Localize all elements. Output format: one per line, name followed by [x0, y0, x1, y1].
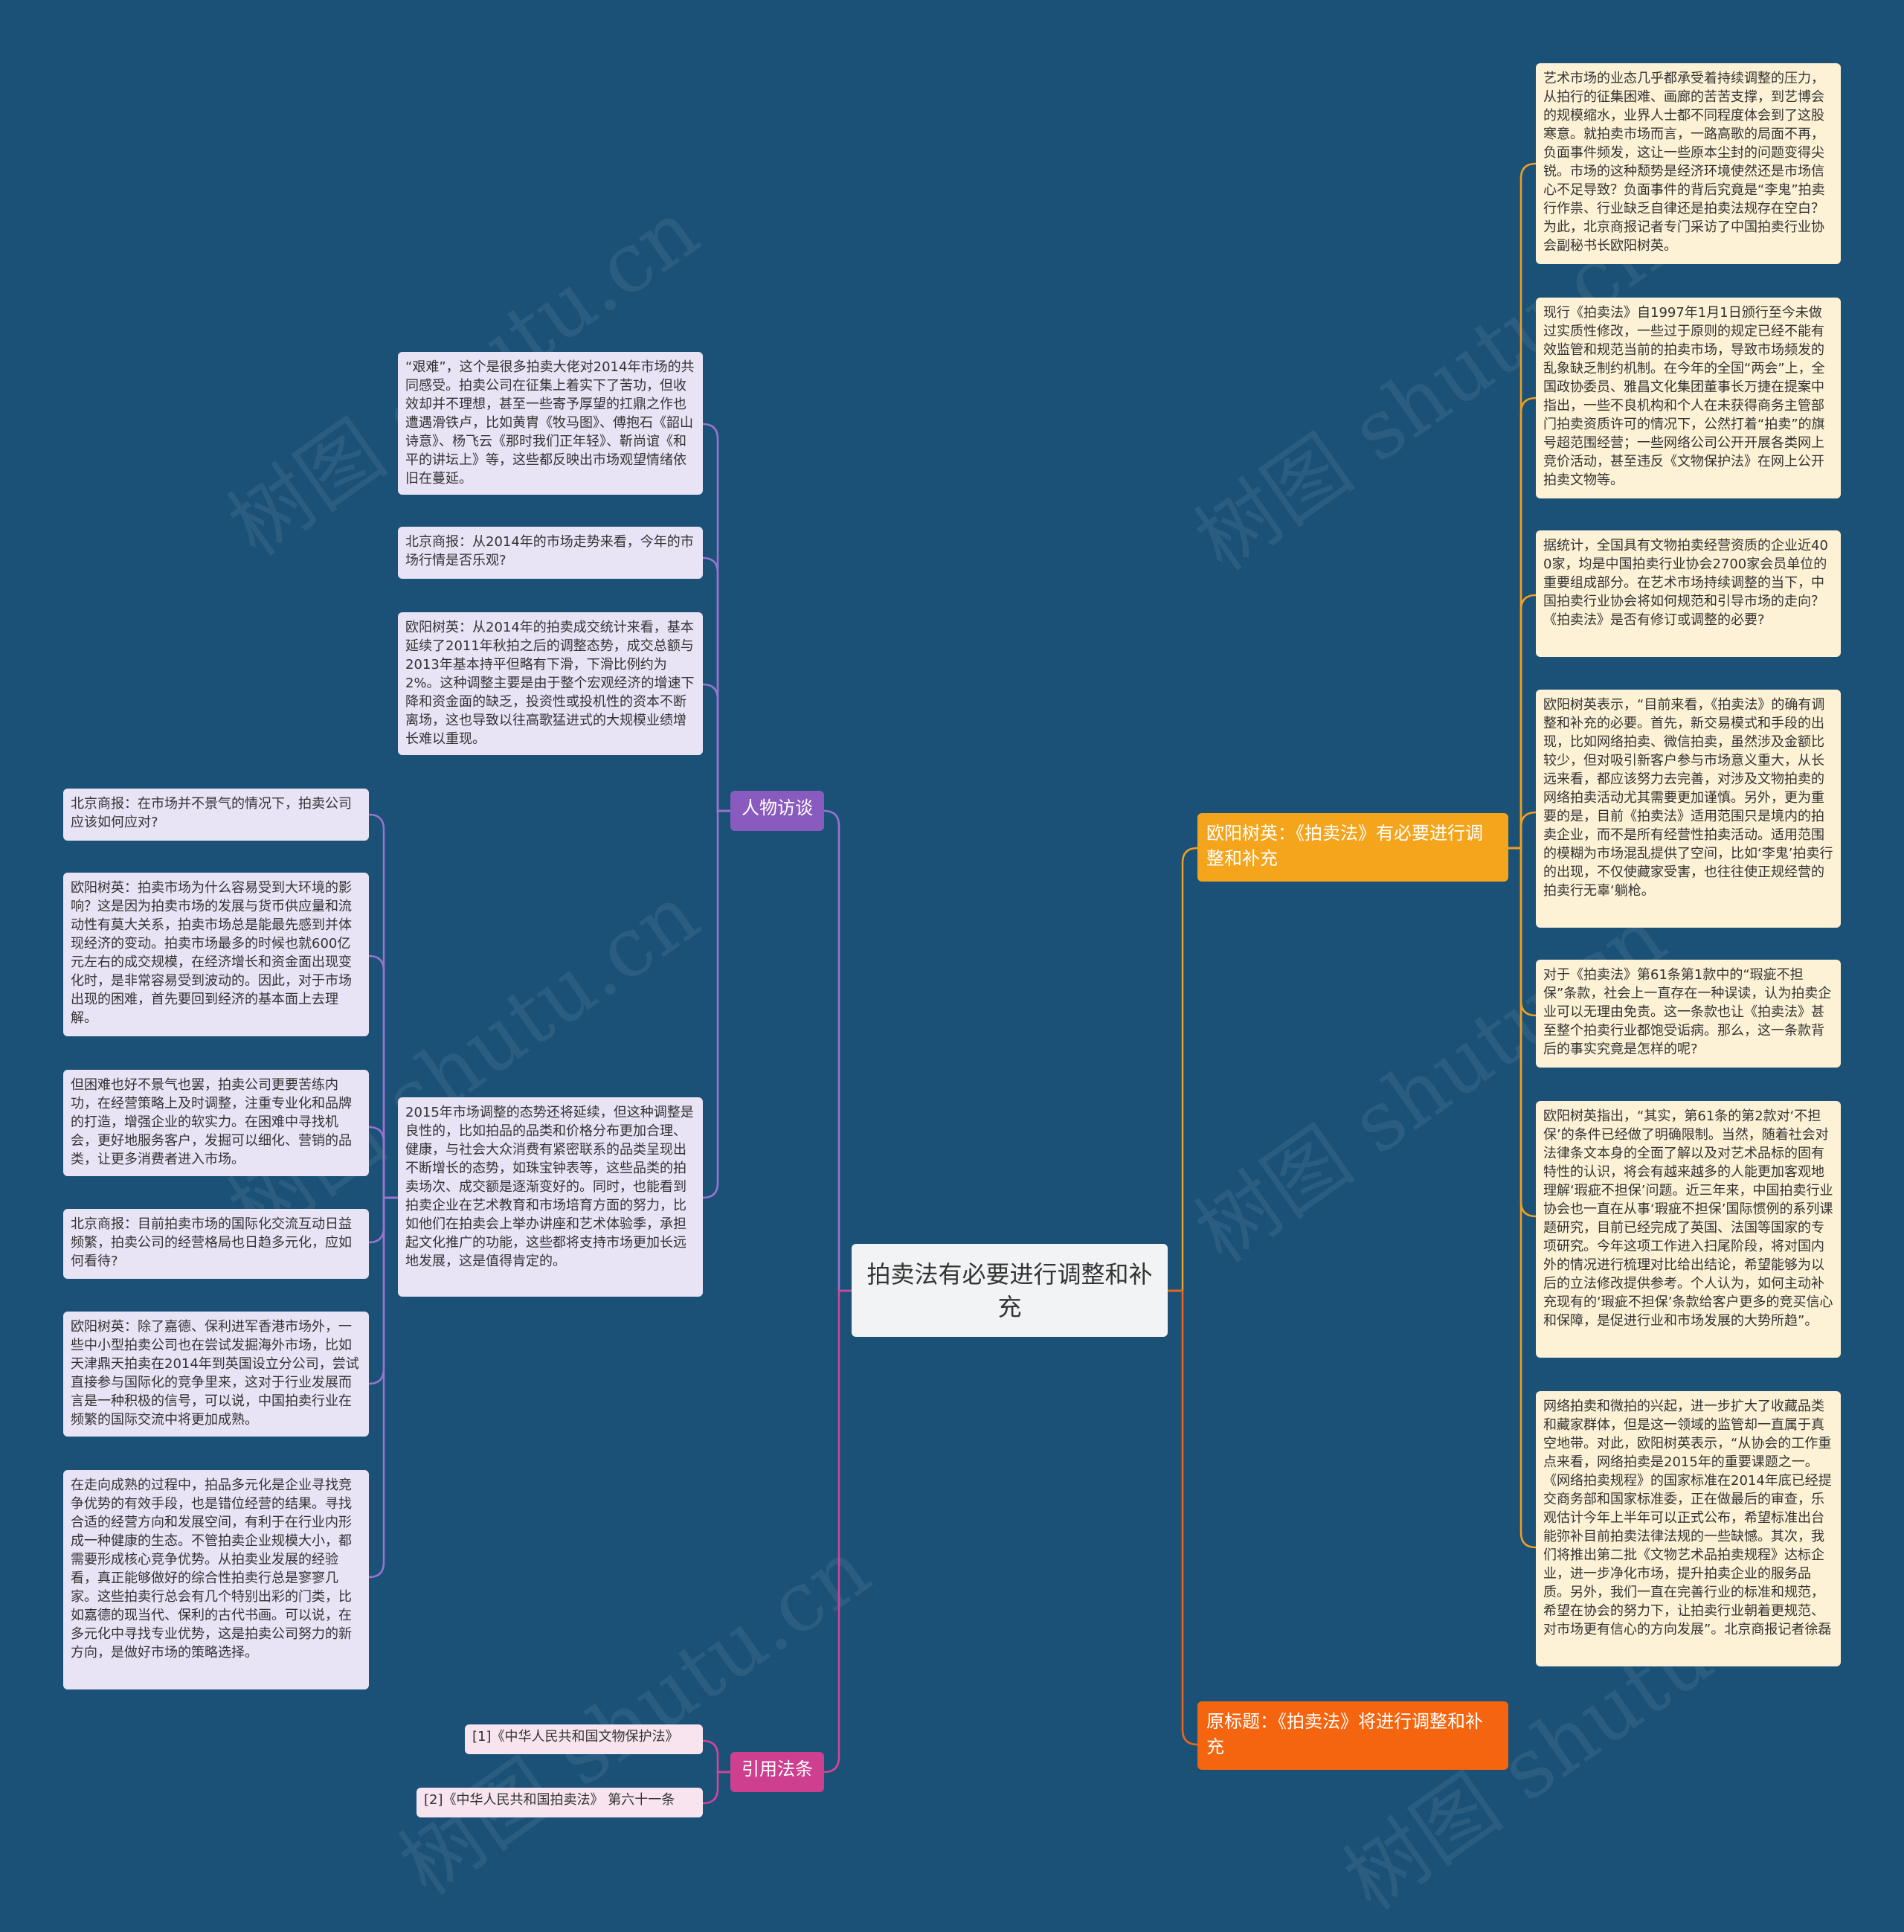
ouyang-item-text: 欧阳树英表示，“目前来看，《拍卖法》的确有调整和补充的必要。首先，新交易模式和手… [1543, 697, 1833, 899]
link-ouyang-7 [1508, 847, 1537, 1549]
interview-item[interactable]: 2015年市场调整的态势还将延续，但这种调整是良性的，比如拍品的品类和价格分布更… [398, 1097, 703, 1297]
branch-citation[interactable]: 引用法条 [730, 1752, 824, 1792]
ouyang-item[interactable]: 据统计，全国具有文物拍卖经营资质的企业近400家，均是中国拍卖行业协会2700家… [1536, 530, 1841, 657]
link-citation-2 [702, 1771, 730, 1805]
link-ouyang-3 [1508, 594, 1537, 850]
branch-interview-label: 人物访谈 [742, 797, 813, 818]
link-ouyang-4 [1508, 811, 1537, 850]
ouyang-item[interactable]: 网络拍卖和微拍的兴起，进一步扩大了收藏品类和藏家群体，但是这一领域的监管却一直属… [1536, 1391, 1841, 1666]
citation-item-text: [1]《中华人民共和国文物保护法》 [472, 1729, 679, 1745]
branch-original-label: 原标题：《拍卖法》将进行调整和补充 [1206, 1711, 1483, 1757]
ouyang-item[interactable]: 艺术市场的业态几乎都承受着持续调整的压力，从拍行的征集困难、画廊的苦苦支撑，到艺… [1536, 63, 1841, 264]
sub-item[interactable]: 北京商报：目前拍卖市场的国际化交流互动日益频繁，拍卖公司的经营格局也日趋多元化，… [63, 1209, 369, 1279]
ouyang-item-text: 欧阳树英指出，“其实，第61条的第2款对‘不担保’的条件已经做了明确限制。当然，… [1543, 1108, 1833, 1329]
sub-item[interactable]: 欧阳树英：除了嘉德、保利进军香港市场外，一些中小型拍卖公司也在尝试发掘海外市场，… [63, 1312, 369, 1437]
sub-item[interactable]: 但困难也好不景气也罢，拍卖公司更要苦练内功，在经营策略上及时调整，注重专业化和品… [63, 1070, 369, 1176]
sub-item[interactable]: 欧阳树英：拍卖市场为什么容易受到大环境的影响？这是因为拍卖市场的发展与货币供应量… [63, 873, 369, 1036]
citation-item-text: [2]《中华人民共和国拍卖法》 第六十一条 [424, 1792, 675, 1808]
interview-item[interactable]: 欧阳树英：从2014年的拍卖成交统计来看，基本延续了2011年秋拍之后的调整态势… [398, 612, 703, 755]
ouyang-item[interactable]: 现行《拍卖法》自1997年1月1日颁行至今未做过实质性修改，一些过于原则的规定已… [1536, 298, 1841, 498]
ouyang-item-text: 现行《拍卖法》自1997年1月1日颁行至今未做过实质性修改，一些过于原则的规定已… [1543, 305, 1825, 488]
sub-item-text: 欧阳树英：拍卖市场为什么容易受到大环境的影响？这是因为拍卖市场的发展与货币供应量… [71, 880, 352, 1026]
ouyang-item-text: 网络拍卖和微拍的兴起，进一步扩大了收藏品类和藏家群体，但是这一领域的监管却一直属… [1543, 1399, 1832, 1637]
citation-item[interactable]: [1]《中华人民共和国文物保护法》 [465, 1724, 703, 1754]
branch-ouyang-label: 欧阳树英：《拍卖法》有必要进行调整和补充 [1206, 823, 1483, 869]
sub-item[interactable]: 在走向成熟的过程中，拍品多元化是企业寻找竞争优势的有效手段，也是错位经营的结果。… [63, 1470, 369, 1689]
interview-item-text: “艰难”，这个是很多拍卖大佬对2014年市场的共同感受。拍卖公司在征集上着实下了… [405, 359, 695, 487]
link-root-citation [823, 1289, 852, 1774]
ouyang-item[interactable]: 欧阳树英表示，“目前来看，《拍卖法》的确有调整和补充的必要。首先，新交易模式和手… [1536, 690, 1841, 928]
connector-lines [368, 162, 1537, 1805]
link-root-ouyang [1168, 847, 1198, 1292]
branch-interview[interactable]: 人物访谈 [730, 791, 824, 831]
sub-item-text: 北京商报：在市场并不景气的情况下，拍卖公司应该如何应对? [71, 796, 352, 830]
branch-original[interactable]: 原标题：《拍卖法》将进行调整和补充 [1197, 1701, 1508, 1770]
link-ouyang-2 [1508, 397, 1537, 850]
ouyang-item[interactable]: 欧阳树英指出，“其实，第61条的第2款对‘不担保’的条件已经做了明确限制。当然，… [1536, 1101, 1841, 1358]
root-topic-label: 拍卖法有必要进行调整和补充 [866, 1259, 1153, 1321]
link-interview-1 [702, 423, 730, 812]
link-interview-4 [702, 809, 730, 1199]
ouyang-item[interactable]: 对于《拍卖法》第61条第1款中的“瑕疵不担保”条款，社会上一直存在一种误读，认为… [1536, 960, 1841, 1068]
sub-item-text: 欧阳树英：除了嘉德、保利进军香港市场外，一些中小型拍卖公司也在尝试发掘海外市场，… [71, 1319, 359, 1428]
branch-citation-label: 引用法条 [742, 1759, 813, 1779]
interview-item[interactable]: 北京商报：从2014年的市场走势来看，今年的市场行情是否乐观? [398, 527, 703, 579]
link-sub-6 [368, 1196, 398, 1579]
link-sub-1 [368, 813, 398, 1199]
interview-item[interactable]: “艰难”，这个是很多拍卖大佬对2014年市场的共同感受。拍卖公司在征集上着实下了… [398, 352, 703, 495]
link-sub-2 [368, 954, 398, 1199]
ouyang-item-text: 据统计，全国具有文物拍卖经营资质的企业近400家，均是中国拍卖行业协会2700家… [1543, 538, 1828, 628]
link-interview-3 [702, 683, 730, 812]
sub-item-text: 但困难也好不景气也罢，拍卖公司更要苦练内功，在经营策略上及时调整，注重专业化和品… [71, 1077, 352, 1167]
link-ouyang-5 [1508, 847, 1537, 1017]
link-root-interview [823, 809, 852, 1292]
link-sub-3 [368, 1126, 398, 1199]
link-interview-2 [702, 556, 730, 812]
sub-item-text: 在走向成熟的过程中，拍品多元化是企业寻找竞争优势的有效手段，也是错位经营的结果。… [71, 1477, 352, 1660]
sub-item[interactable]: 北京商报：在市场并不景气的情况下，拍卖公司应该如何应对? [63, 789, 369, 841]
interview-item-text: 2015年市场调整的态势还将延续，但这种调整是良性的，比如拍品的品类和价格分布更… [405, 1105, 694, 1269]
link-ouyang-1 [1508, 162, 1537, 850]
ouyang-item-text: 艺术市场的业态几乎都承受着持续调整的压力，从拍行的征集困难、画廊的苦苦支撑，到艺… [1543, 71, 1825, 254]
citation-item[interactable]: [2]《中华人民共和国拍卖法》 第六十一条 [416, 1788, 703, 1817]
link-citation-1 [702, 1739, 730, 1774]
ouyang-item-text: 对于《拍卖法》第61条第1款中的“瑕疵不担保”条款，社会上一直存在一种误读，认为… [1543, 967, 1832, 1057]
interview-item-text: 北京商报：从2014年的市场走势来看，今年的市场行情是否乐观? [405, 534, 694, 568]
link-root-original [1168, 1289, 1198, 1746]
root-topic[interactable]: 拍卖法有必要进行调整和补充 [852, 1244, 1168, 1337]
sub-item-text: 北京商报：目前拍卖市场的国际化交流互动日益频繁，拍卖公司的经营格局也日趋多元化，… [71, 1216, 352, 1269]
branch-ouyang[interactable]: 欧阳树英：《拍卖法》有必要进行调整和补充 [1197, 813, 1508, 882]
link-ouyang-6 [1508, 847, 1537, 1218]
interview-item-text: 欧阳树英：从2014年的拍卖成交统计来看，基本延续了2011年秋拍之后的调整态势… [405, 620, 695, 747]
